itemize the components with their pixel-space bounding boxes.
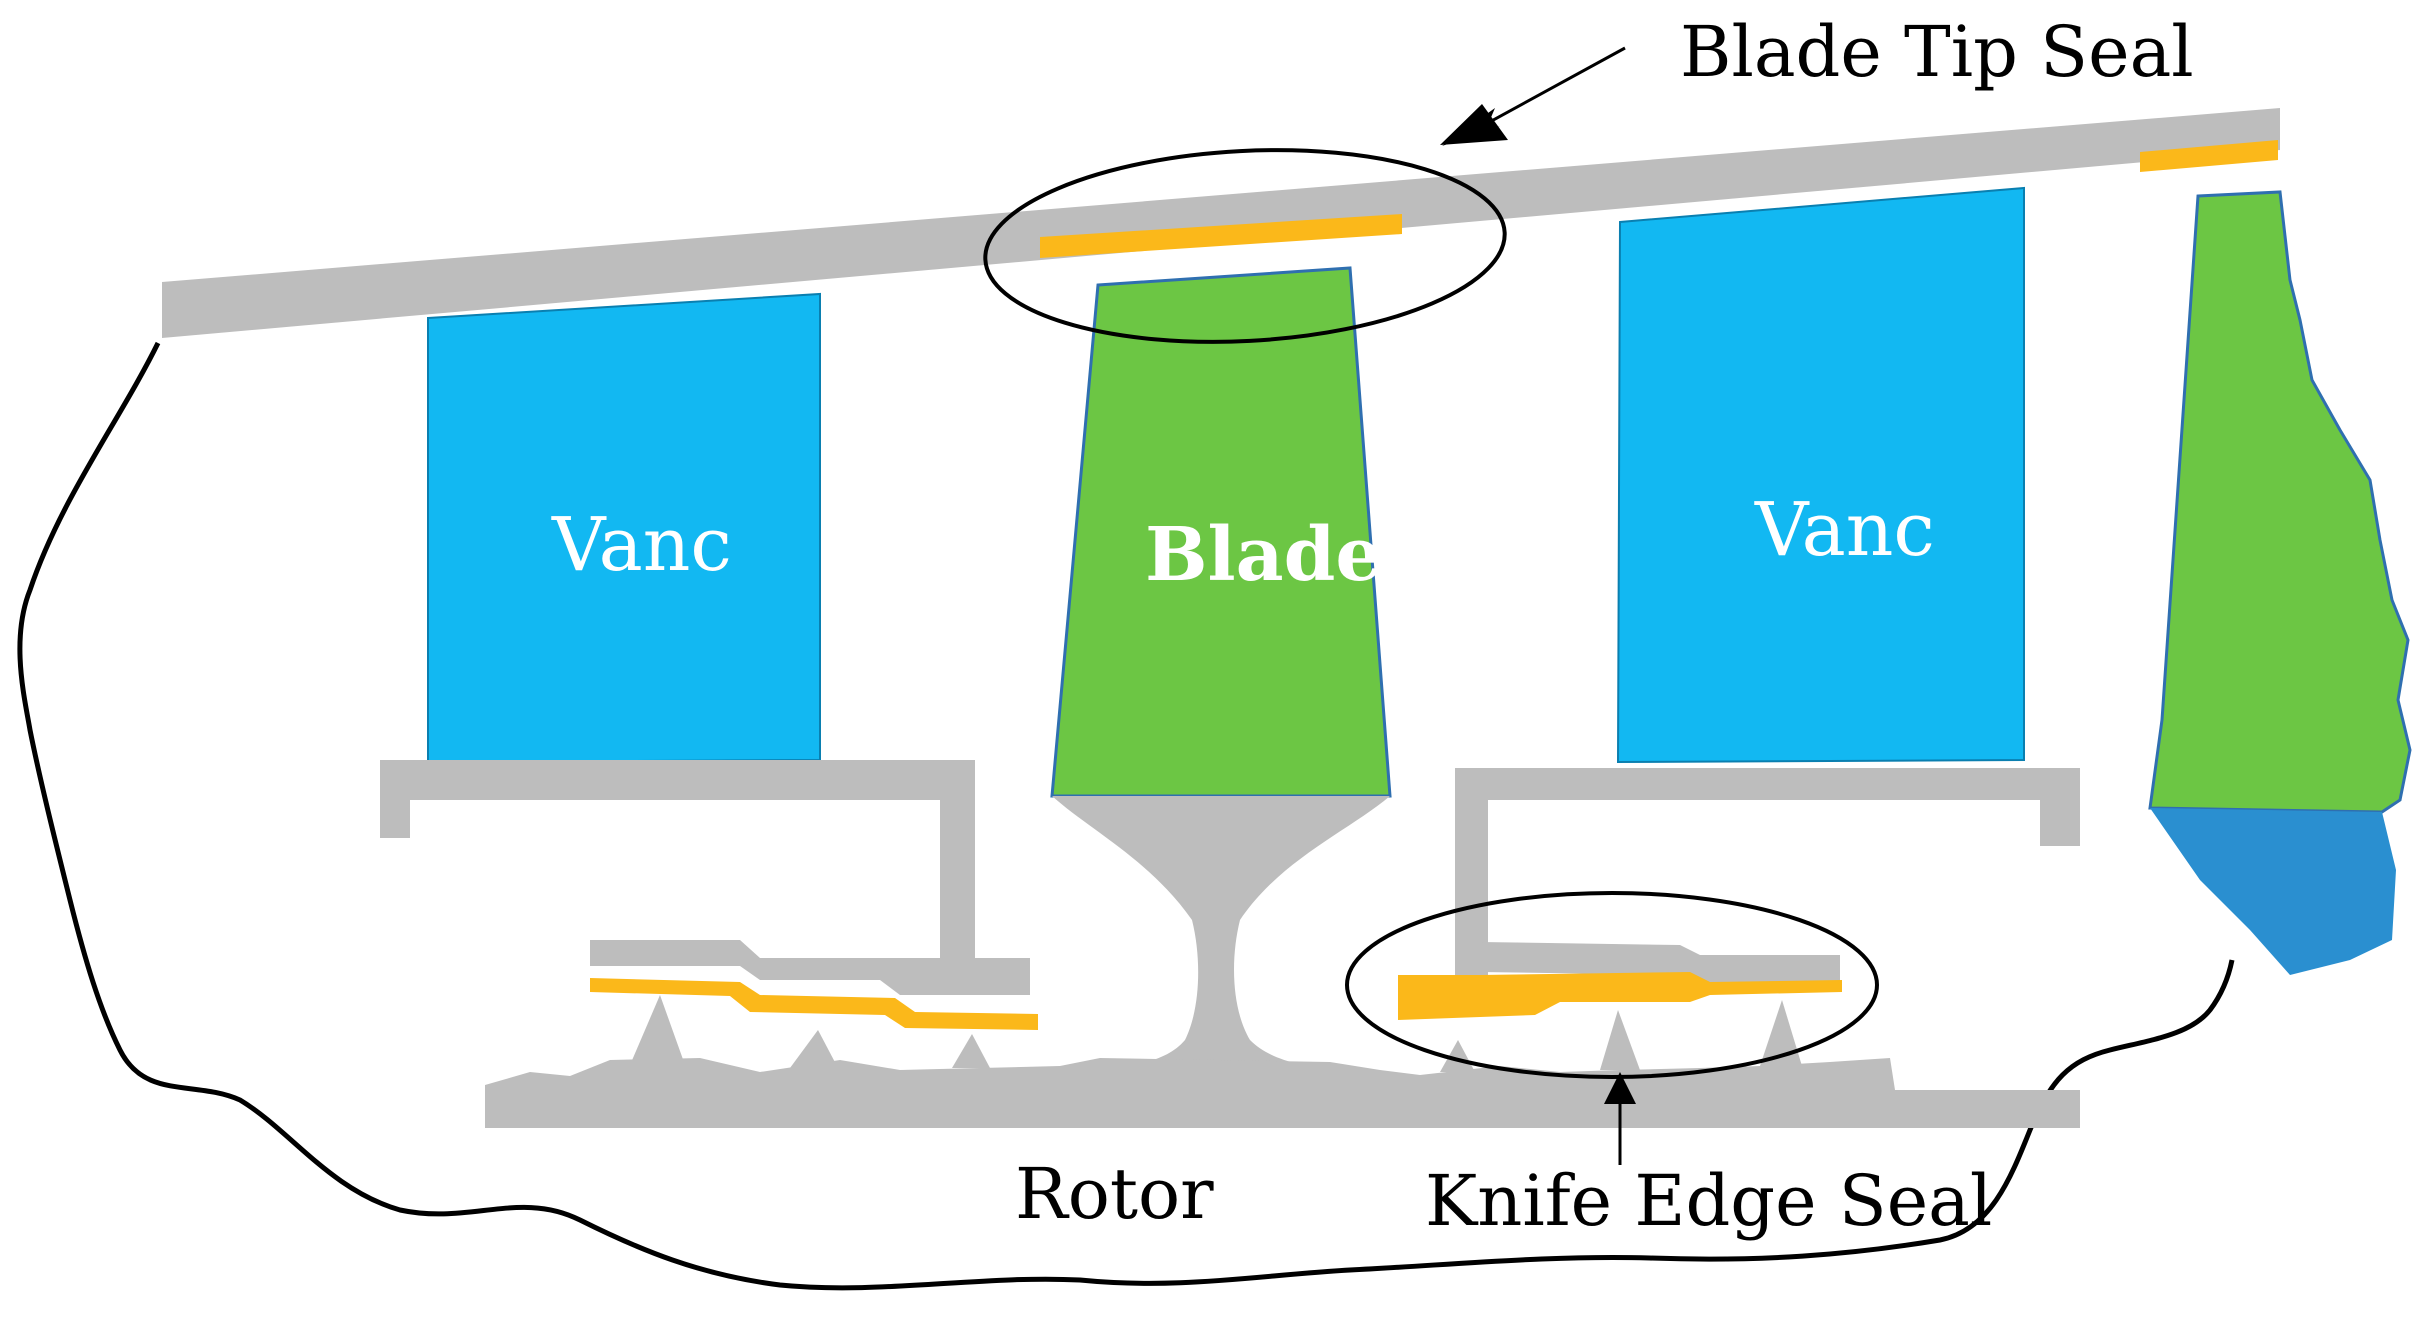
blade-tip-seal-callout <box>983 148 1507 344</box>
knife-edge-5 <box>1600 1010 1640 1070</box>
knife-edge-seal-label: Knife Edge Seal <box>1425 1160 1992 1242</box>
vane-left-label: Vanc <box>551 502 732 588</box>
knife-edge-2 <box>790 1030 838 1068</box>
blade-tip-seal-arrowhead-main <box>1440 104 1508 145</box>
vane-right-label: Vanc <box>1754 487 1935 573</box>
vane-right-shroud <box>1455 768 2080 975</box>
right-abradable-seal <box>1398 972 1842 1020</box>
knife-edge-1 <box>630 995 685 1065</box>
blade-tip-seal-arrow-line <box>1474 46 1626 132</box>
knife-edge-4 <box>1440 1040 1475 1072</box>
knife-edge-3 <box>952 1034 990 1068</box>
blade-right <box>2148 190 2412 814</box>
left-seal-holder <box>590 940 1030 995</box>
knife-edge-seal-arrowhead <box>1604 1072 1636 1104</box>
knife-edge-seal-callout <box>1345 891 1879 1079</box>
left-abradable-seal <box>590 978 1038 1030</box>
blade-root <box>1052 796 1390 1070</box>
knife-edge-6 <box>1760 1000 1802 1066</box>
vane-right <box>1616 186 2025 764</box>
blade-tip-seal-label: Blade Tip Seal <box>1680 11 2194 93</box>
outer-casing <box>162 108 2280 338</box>
rotor <box>485 1058 2080 1128</box>
casing-outline <box>17 341 2235 1291</box>
blade-tip-seal-strip <box>1040 214 1402 258</box>
right-tip-seal-strip <box>2140 140 2278 172</box>
right-seal-holder <box>1480 942 1840 985</box>
vane-left-shroud <box>380 760 975 975</box>
blade-right-root <box>2150 808 2396 975</box>
rotor-label: Rotor <box>1015 1153 1214 1235</box>
blade-label: Blade <box>1145 512 1382 598</box>
